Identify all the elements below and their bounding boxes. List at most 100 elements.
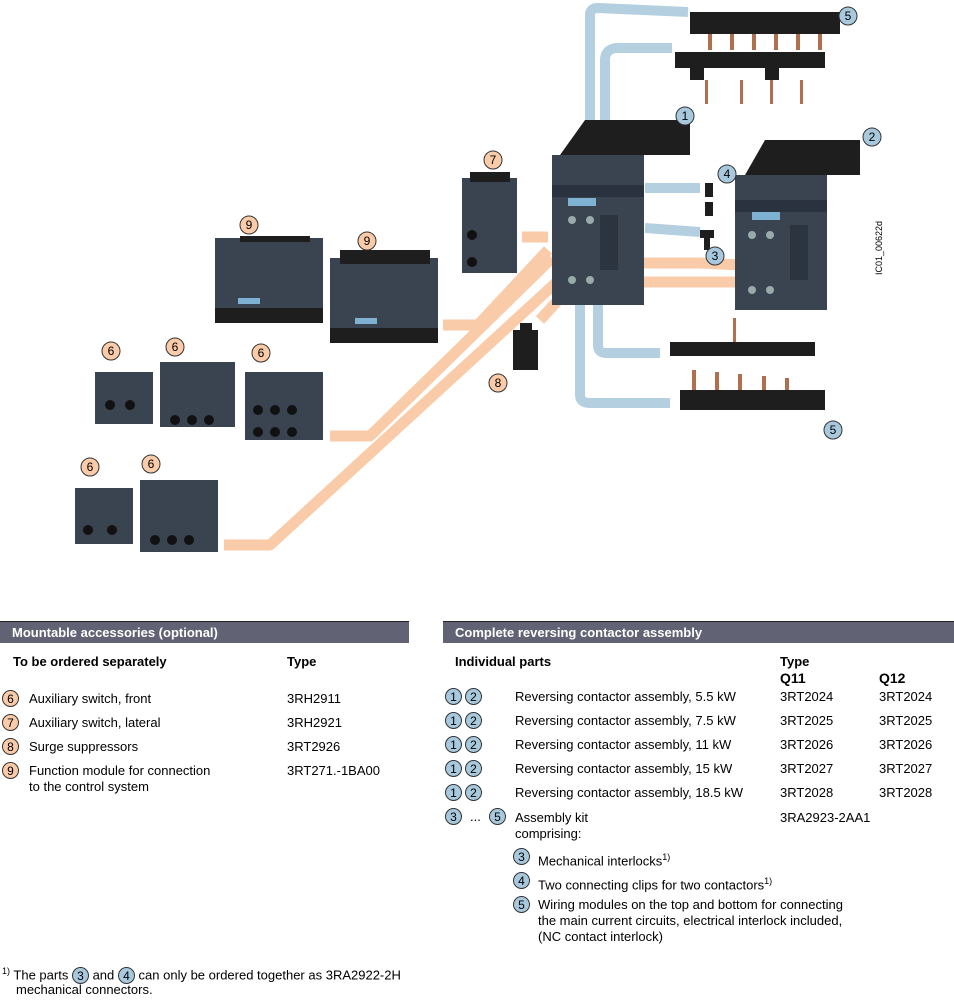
svg-text:5: 5: [830, 423, 837, 437]
wiring-module-top: [690, 12, 840, 50]
function-module-a: [215, 236, 323, 323]
callout-8: 8: [488, 373, 508, 393]
row-label: Reversing contactor assembly, 18.5 kW: [515, 785, 744, 800]
callout-badge: 6: [2, 690, 19, 708]
row-q11: 3RT2028: [780, 785, 834, 800]
svg-text:6: 6: [172, 340, 179, 354]
callout-9-a: 9: [239, 215, 259, 235]
callout-6-d: 6: [80, 457, 100, 477]
callout-badge: 9: [2, 762, 19, 780]
callout-badge: 1: [445, 760, 462, 778]
callout-5-bottom: 5: [823, 420, 843, 440]
callout-badge: 5: [489, 808, 506, 825]
row-type: 3RT271.-1BA00: [287, 763, 380, 778]
auxiliary-switch-lateral: [462, 172, 517, 273]
kit-label-line2: comprising:: [515, 826, 582, 841]
callout-badge: 1: [445, 712, 462, 730]
svg-text:7: 7: [490, 153, 497, 167]
callout-badge: 1: [445, 736, 462, 754]
svg-text:6: 6: [148, 457, 155, 471]
row-type: 3RH2921: [287, 715, 342, 730]
callout-6-e: 6: [141, 454, 161, 474]
row-label: Reversing contactor assembly, 7.5 kW: [515, 713, 736, 728]
svg-text:6: 6: [258, 346, 265, 360]
callout-badge: 1: [445, 688, 462, 706]
row-type: 3RT2926: [287, 739, 341, 754]
callout-3: 3: [705, 246, 725, 266]
row-q11: 3RT2025: [780, 713, 834, 728]
left-row-9: 9 Function module for connection to the …: [2, 762, 402, 794]
svg-text:6: 6: [87, 460, 94, 474]
blue-connector-paths: [575, 3, 701, 408]
row-q11: 3RT2024: [780, 689, 834, 704]
callout-badge: 2: [465, 736, 482, 754]
sub-label-line3: (NC contact interlock): [538, 929, 663, 944]
row-q11: 3RT2026: [780, 737, 834, 752]
sub-label: Two connecting clips for two contactors1…: [538, 876, 773, 893]
row-label: Reversing contactor assembly, 5.5 kW: [515, 689, 736, 704]
row-label: Auxiliary switch, lateral: [29, 715, 161, 730]
callout-badge: 4: [513, 872, 530, 890]
callout-6-a: 6: [101, 341, 121, 361]
kit-label: Assembly kit: [515, 810, 588, 825]
left-row-7: 7 Auxiliary switch, lateral 3RH2921: [2, 714, 402, 732]
callout-1: 1: [675, 106, 695, 126]
callout-5-top: 5: [838, 6, 858, 26]
sub-label: Wiring modules on the top and bottom for…: [538, 897, 843, 912]
wiring-module-top-lower: [675, 52, 825, 104]
image-id-label: IC01_00622d: [874, 221, 884, 275]
left-table-header: Mountable accessories (optional): [0, 621, 409, 643]
ellipsis: ...: [470, 809, 481, 824]
left-col-heading: To be ordered separately: [13, 654, 167, 669]
connecting-clips: [705, 183, 713, 216]
contactor-q11: [552, 120, 690, 305]
callout-6-c: 6: [251, 343, 271, 363]
svg-text:8: 8: [495, 376, 502, 390]
callout-4: 4: [717, 164, 737, 184]
sub-row-3: 3 Mechanical interlocks1): [513, 848, 670, 868]
row-q11: 3RT2027: [780, 761, 834, 776]
exploded-assembly-diagram: 5 1 2 4 3 5 7 8 9 9 6 6 6 6 6 IC01_00622…: [75, 3, 884, 552]
row-type: 3RH2911: [287, 691, 341, 706]
left-row-8: 8 Surge suppressors 3RT2926: [2, 738, 402, 756]
footnote-mark: 1): [2, 966, 11, 976]
callout-badge: 1: [445, 784, 462, 802]
callout-badge: 2: [465, 760, 482, 778]
left-type-heading: Type: [287, 654, 317, 669]
surge-suppressor: [513, 323, 538, 370]
sub-row-5: 5 Wiring modules on the top and bottom f…: [513, 896, 843, 944]
svg-text:5: 5: [845, 9, 852, 23]
footnote-text-post: can only be ordered together as 3RA2922-…: [138, 967, 401, 983]
q12-heading: Q12: [879, 670, 906, 686]
callout-7: 7: [483, 150, 503, 170]
row-q12: 3RT2028: [879, 785, 933, 800]
mechanical-interlock: [700, 230, 714, 250]
sub-label-line2: the main current circuits, electrical in…: [538, 913, 843, 928]
kit-row: 3 ... 5 Assembly kit comprising: 3RA2923…: [445, 808, 950, 841]
callout-badge: 2: [465, 688, 482, 706]
left-row-6: 6 Auxiliary switch, front 3RH2911: [2, 690, 402, 708]
footnote-and: and: [92, 967, 115, 983]
svg-text:1: 1: [682, 109, 689, 123]
callout-badge: 8: [2, 738, 19, 756]
right-table-header: Complete reversing contactor assembly: [443, 621, 954, 643]
row-label: Reversing contactor assembly, 15 kW: [515, 761, 733, 776]
footnote-line2: mechanical connectors.: [16, 982, 153, 997]
svg-text:6: 6: [108, 344, 115, 358]
row-q12: 3RT2027: [879, 761, 933, 776]
row-q12: 3RT2026: [879, 737, 933, 752]
function-module-b: [330, 250, 438, 343]
callout-badge: 3: [445, 808, 462, 826]
auxiliary-switch-front-row2: [75, 480, 218, 552]
kit-type: 3RA2923-2AA1: [780, 810, 871, 825]
contactor-q12: [735, 140, 860, 310]
row-q12: 3RT2025: [879, 713, 933, 728]
wiring-module-bottom-upper: [670, 318, 815, 356]
callout-9-b: 9: [357, 231, 377, 251]
callout-badge: 2: [465, 712, 482, 730]
svg-text:3: 3: [712, 249, 719, 263]
